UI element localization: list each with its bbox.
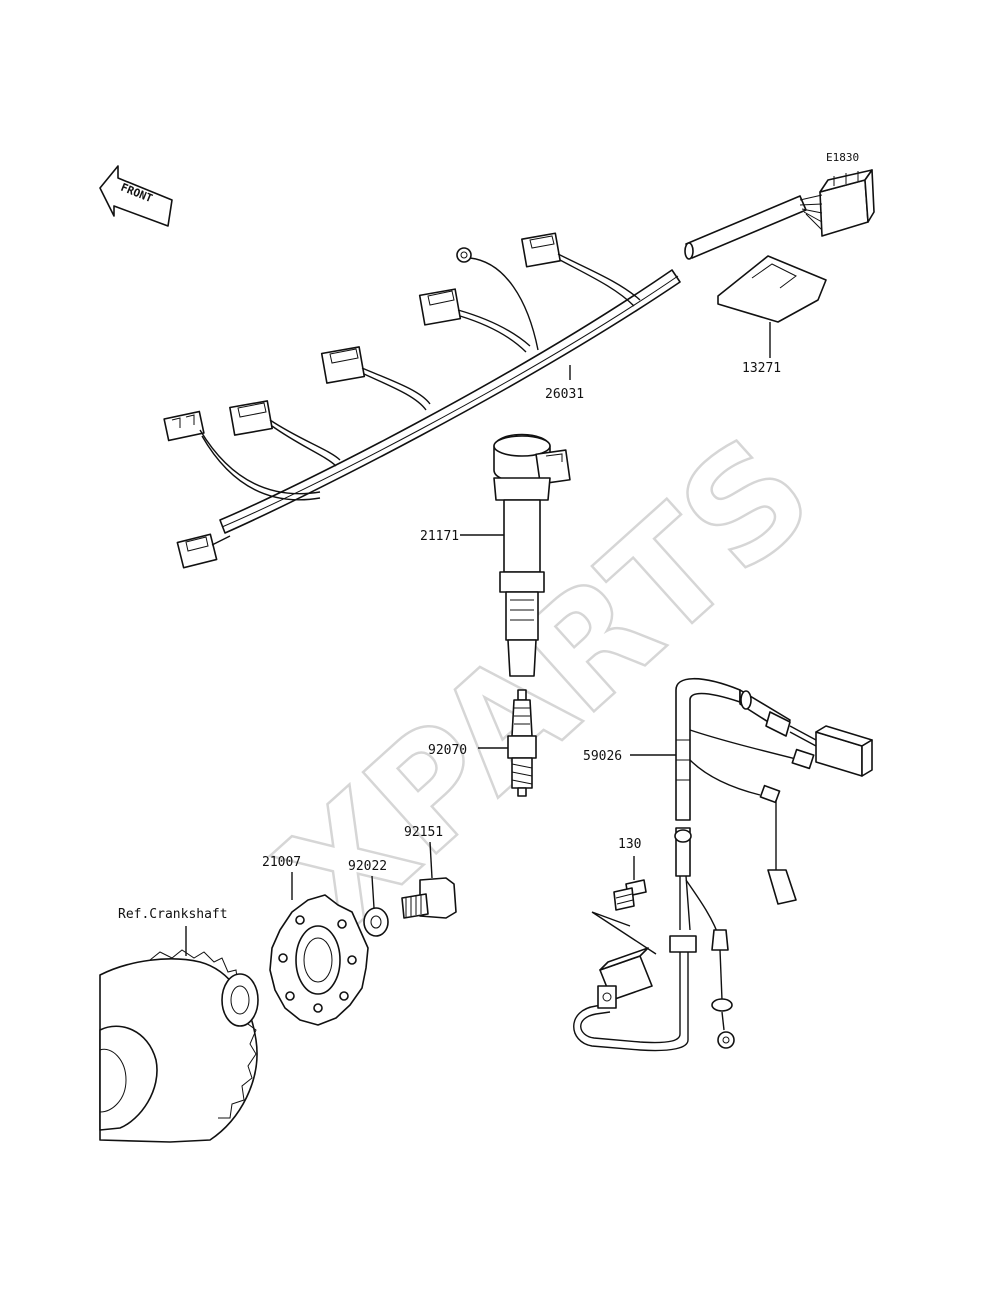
end-connector [176,533,231,569]
callout-13271: 13271 [742,361,781,376]
timing-rotor-21007 [269,872,369,1026]
crankshaft-reference [99,926,259,1143]
front-arrow-icon: FRONT [99,165,173,227]
spark-plug-92070 [478,689,537,797]
callout-92022: 92022 [348,859,387,874]
callout-130: 130 [618,837,641,852]
callout-59026: 59026 [583,749,622,764]
sub-harness-sensor [597,947,653,1009]
diagram-code: E1830 [826,151,859,164]
callout-92070: 92070 [428,743,467,758]
sub-harness-connector-a [815,725,873,777]
callout-92151: 92151 [404,825,443,840]
branch-connector-1 [163,410,321,501]
callout-21171: 21171 [420,529,459,544]
plate-13271 [717,255,827,358]
callout-21007: 21007 [262,855,301,870]
ignition-coil-21171 [460,433,571,677]
bolt-92151 [401,841,457,919]
branch-connector-4 [418,288,531,353]
branch-connector-5 [521,232,641,307]
main-harness [163,169,875,569]
sub-harness-59026 [573,677,873,1052]
callout-26031: 26031 [545,387,584,402]
bolt-130 [591,856,657,955]
branch-connector-3 [320,346,431,411]
branch-connector-2 [229,400,341,467]
ground-terminal [456,247,539,351]
washer-92022 [363,875,389,937]
callout-ref-crankshaft: Ref.Crankshaft [118,907,228,922]
main-connector [799,169,875,237]
